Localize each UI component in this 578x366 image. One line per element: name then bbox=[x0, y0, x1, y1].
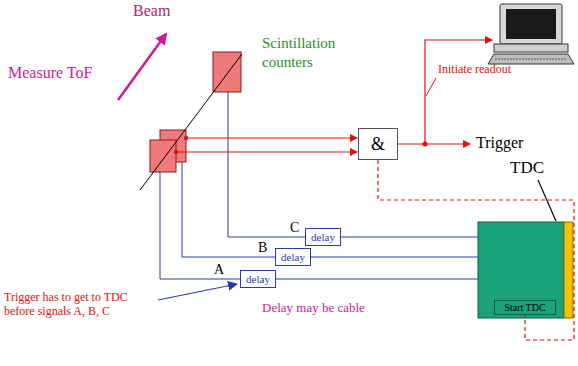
node-text: TDC bbox=[510, 158, 544, 178]
scintillation-counter bbox=[150, 140, 176, 172]
coincidence-box: & bbox=[358, 128, 398, 160]
signal-wire bbox=[160, 172, 240, 279]
signal-name: A bbox=[214, 262, 224, 278]
signal-name: C bbox=[290, 220, 299, 236]
counter-label: Scintillation counters bbox=[262, 34, 372, 72]
signal-wire bbox=[341, 236, 478, 237]
signal-wire bbox=[182, 162, 275, 257]
tdc-body bbox=[478, 222, 564, 318]
node-text: Start TDC bbox=[504, 302, 545, 313]
readout-wire bbox=[425, 40, 492, 144]
trigger-wire bbox=[398, 143, 470, 144]
trigger-wire bbox=[186, 137, 357, 138]
delay-box: delay bbox=[275, 248, 311, 266]
leader-line bbox=[538, 180, 556, 221]
trigger-wire bbox=[176, 151, 357, 152]
start-wire bbox=[378, 160, 574, 340]
note-text: Delay may be cable bbox=[262, 300, 365, 316]
leader-line bbox=[426, 78, 436, 96]
tdc-box: TDCStart TDC bbox=[478, 222, 564, 318]
node-text: delay bbox=[281, 251, 305, 263]
measure-label: Measure ToF bbox=[8, 64, 92, 82]
node-text: delay bbox=[246, 273, 270, 285]
signal-name: B bbox=[258, 240, 267, 256]
node-text: & bbox=[371, 134, 385, 155]
delay-box: delay bbox=[305, 228, 341, 246]
note-arrow bbox=[158, 284, 237, 300]
beam-label: Beam bbox=[133, 2, 170, 20]
scintillation-counter bbox=[213, 52, 241, 92]
trigger-label: Trigger bbox=[476, 134, 523, 152]
computer-icon bbox=[488, 4, 574, 64]
tdc-strip bbox=[564, 222, 573, 318]
signal-wire bbox=[276, 278, 478, 279]
delay-box: delay bbox=[240, 270, 276, 288]
node-text: delay bbox=[311, 231, 335, 243]
note-text: Trigger has to get to TDC before signals… bbox=[4, 290, 154, 319]
beam-arrow bbox=[118, 34, 166, 100]
readout-label: Initiate readout bbox=[438, 62, 511, 77]
signal-wire bbox=[311, 256, 478, 257]
beam-line bbox=[140, 54, 242, 190]
signal-wire bbox=[228, 92, 305, 237]
start-tdc-box: Start TDC bbox=[494, 300, 556, 315]
